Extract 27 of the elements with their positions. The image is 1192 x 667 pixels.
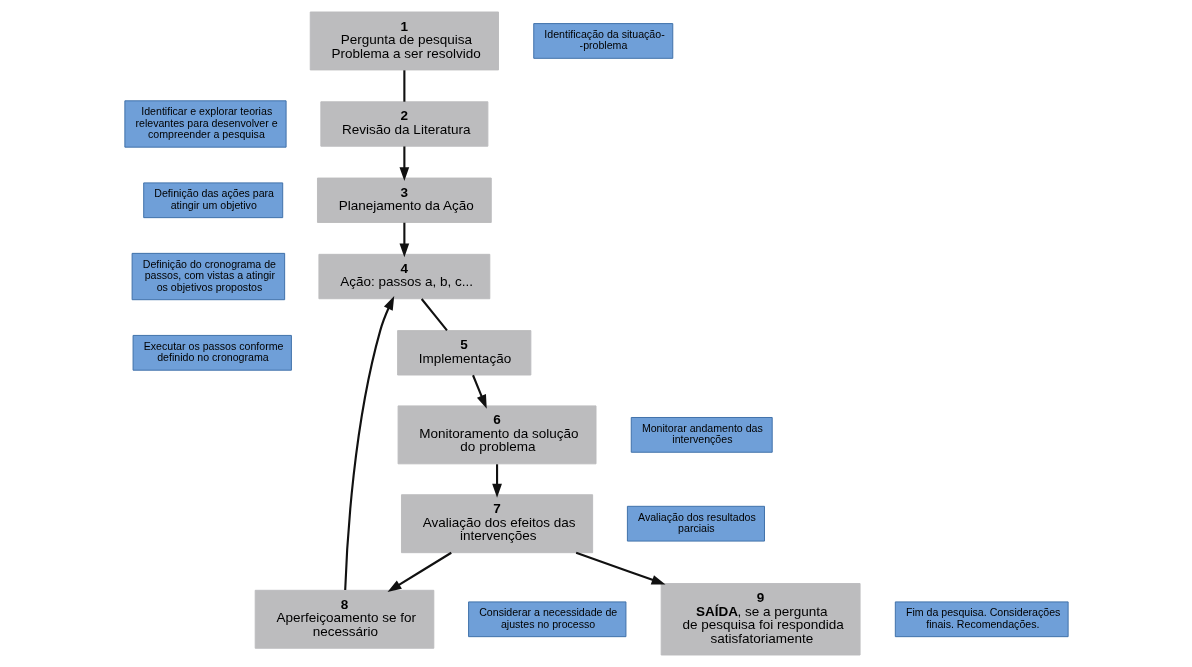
arrow [343, 296, 394, 591]
node-box: 8 Aperfeiçoamento se for necessário [254, 589, 434, 649]
connector [402, 70, 405, 102]
node-box: 1 Pergunta de pesquisa Problema a ser resolvido [309, 11, 499, 71]
node-box: Monitorar andamento das intervenções [630, 417, 773, 453]
arrow [399, 222, 409, 258]
arrow [471, 374, 487, 409]
node-box: Avaliação dos resultados parciais [626, 505, 765, 542]
arrow [399, 146, 409, 182]
node-box: Fim da pesquisa. Considerações finais. Recomendações. [894, 601, 1069, 638]
node-box: 4 Ação: passos a, b, c... [317, 253, 490, 300]
node-box: 5 Implementação [396, 330, 531, 376]
node-box: 9 SAÍDA, se a pergunta de pesquisa foi respondida satisfatoriamente [660, 583, 861, 656]
node-box: 2 Revisão da Literatura [319, 101, 488, 147]
node-box: Identificação da situação- -problema [532, 23, 673, 59]
node-box: Identificar e explorar teorias relevantes para desenvolver e compreender a pesquisa [123, 100, 287, 148]
arrow [575, 551, 665, 585]
arrow [387, 551, 452, 592]
node-box: Considerar a necessidade de ajustes no processo [467, 601, 626, 638]
node-box: 6 Monitoramento da solução do problema [397, 405, 596, 465]
node-box: Definição do cronograma de passos, com vistas a atingir os objetivos propostos [131, 252, 285, 301]
node-box: Executar os passos conforme definido no cronograma [132, 334, 292, 371]
node-box: Definição das ações para atingir um objetivo [142, 182, 283, 219]
connector [420, 298, 448, 332]
node-box: 3 Planejamento da Ação [316, 177, 492, 223]
node-box: 7 Avaliação dos efeitos das intervenções [400, 494, 593, 554]
arrow [491, 464, 502, 498]
